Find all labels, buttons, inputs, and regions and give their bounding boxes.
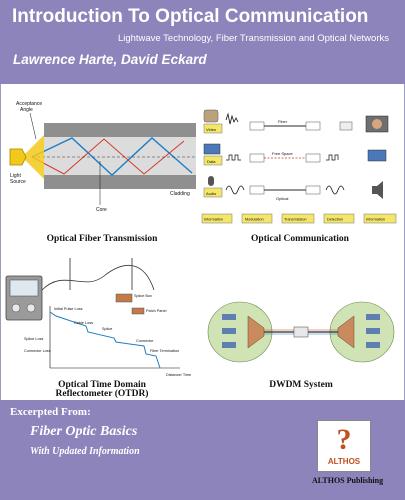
demultiplexer-right — [337, 315, 355, 349]
otdr-knob-1 — [11, 303, 21, 313]
logo-text: ALTHOS — [327, 457, 361, 466]
label-data: Data — [207, 159, 216, 164]
detector-box-2 — [305, 153, 321, 163]
fiber-core — [44, 137, 196, 175]
video-display-box — [339, 121, 353, 131]
dwdm-terminal-1 — [222, 314, 236, 320]
dwdm-terminal-3 — [222, 342, 236, 348]
source-box-video — [203, 123, 223, 134]
dwdm-terminal-6 — [366, 342, 380, 348]
step-label-1: Information — [204, 218, 223, 222]
header-band — [0, 0, 405, 84]
label-splice-box: Splice Box — [134, 294, 152, 298]
label-acceptance: Acceptance — [16, 101, 42, 107]
label-distance-time: Distance/ Time — [166, 373, 191, 377]
detector-box-1 — [305, 121, 321, 131]
label-connector-loss: Connector Loss — [24, 349, 51, 353]
step-box-2 — [241, 213, 273, 224]
dwdm-caption: DWDM System — [269, 380, 333, 390]
fiber-cladding-top — [44, 123, 196, 137]
laptop-icon — [203, 143, 221, 155]
patch-panel-icon — [131, 307, 145, 315]
dwdm-diagram — [207, 301, 395, 363]
label-free-space: Free Space — [272, 151, 293, 156]
step-label-5: Information — [366, 218, 385, 222]
splice-box-icon — [115, 293, 133, 303]
updated-information: With Updated Information — [30, 446, 140, 457]
otdr-knob-2 — [26, 303, 36, 313]
dwdm-terminal-4 — [366, 314, 380, 320]
label-optical: Optical — [276, 196, 289, 201]
monitor-face — [372, 119, 382, 129]
fiber-caption: Optical Fiber Transmission — [46, 234, 158, 244]
label-fiber-termination: Fiber Termination — [150, 349, 179, 353]
otdr-screen — [9, 279, 39, 297]
label-light: Light — [10, 173, 21, 179]
microphone-icon — [208, 176, 214, 186]
fiber-transmission-diagram: Acceptance Angle Cladding Light Source C… — [9, 101, 196, 213]
otdr-cable — [41, 264, 155, 291]
source-box-data — [203, 155, 223, 166]
otdr-diagram: Splice Box Patch Panel Initial Pulse Los… — [5, 258, 191, 377]
otdr-caption-line-2: Reflectometer (OTDR) — [55, 389, 149, 399]
step-label-4: Detection — [327, 218, 343, 222]
optical-amplifier — [293, 326, 309, 338]
cover-subtitle: Lightwave Technology, Fiber Transmission… — [117, 33, 389, 44]
acceptance-cone — [22, 135, 44, 179]
label-initial-pulse-loss: Initial Pulse Loss — [54, 307, 83, 311]
video-camera-icon — [203, 109, 219, 123]
otdr-trace — [49, 311, 161, 369]
step-box-1 — [201, 213, 233, 224]
label-splice-loss: Splice Loss — [24, 337, 44, 341]
waveform-data — [226, 154, 241, 161]
light-ray-path — [31, 137, 193, 176]
label-angle: Angle — [20, 107, 33, 113]
label-connector: Connector — [136, 339, 154, 343]
cover-title: Introduction To Optical Communication — [12, 6, 369, 27]
label-fiber: Fiber — [278, 119, 288, 124]
detector-box-3 — [305, 185, 321, 195]
source-box-audio — [203, 187, 223, 198]
step-box-4 — [323, 213, 355, 224]
step-label-3: Transmission — [284, 218, 306, 222]
modulator-box-3 — [249, 185, 265, 195]
waveform-audio-out — [325, 185, 345, 195]
step-box-5 — [363, 213, 397, 224]
step-label-2: Modulation — [245, 218, 264, 222]
speaker-icon — [372, 181, 383, 199]
multiplexer-left — [247, 315, 265, 349]
step-box-3 — [281, 213, 315, 224]
light-ray-path-2 — [31, 138, 185, 175]
modulator-box-1 — [249, 121, 265, 131]
althos-logo: ? ALTHOS — [317, 420, 371, 472]
dwdm-terminal-2 — [222, 328, 236, 334]
acceptance-leader — [29, 112, 37, 140]
label-source: Source — [10, 179, 26, 185]
light-source-icon — [9, 148, 27, 166]
waveform-audio — [225, 185, 245, 195]
label-cable-loss: Cable Loss — [74, 321, 93, 325]
label-video: Video — [206, 127, 217, 132]
fiber-cladding-bottom — [44, 175, 196, 189]
source-book-title: Fiber Optic Basics — [30, 424, 138, 439]
question-mark-icon: ? — [336, 423, 352, 456]
publisher-name: ALTHOS Publishing — [312, 476, 384, 485]
label-audio: Audio — [206, 191, 217, 196]
label-cladding: Cladding — [170, 191, 190, 197]
label-core: Core — [96, 207, 107, 213]
modulator-box-2 — [249, 153, 265, 163]
dwdm-terminal-5 — [366, 328, 380, 334]
waveform-data-out — [326, 154, 339, 161]
label-splice: Splice — [102, 327, 112, 331]
laptop-output-icon — [367, 149, 387, 162]
excerpted-from: Excerpted From: — [10, 406, 91, 418]
label-patch-panel: Patch Panel — [146, 309, 167, 313]
waveform-video — [225, 112, 239, 125]
optical-communication-diagram: Video Fiber Data Free Space Audio Optica… — [201, 109, 397, 224]
communication-caption: Optical Communication — [251, 234, 349, 244]
cover-authors: Lawrence Harte, David Eckard — [13, 52, 207, 67]
otdr-caption-line-1: Optical Time Domain — [58, 380, 146, 390]
